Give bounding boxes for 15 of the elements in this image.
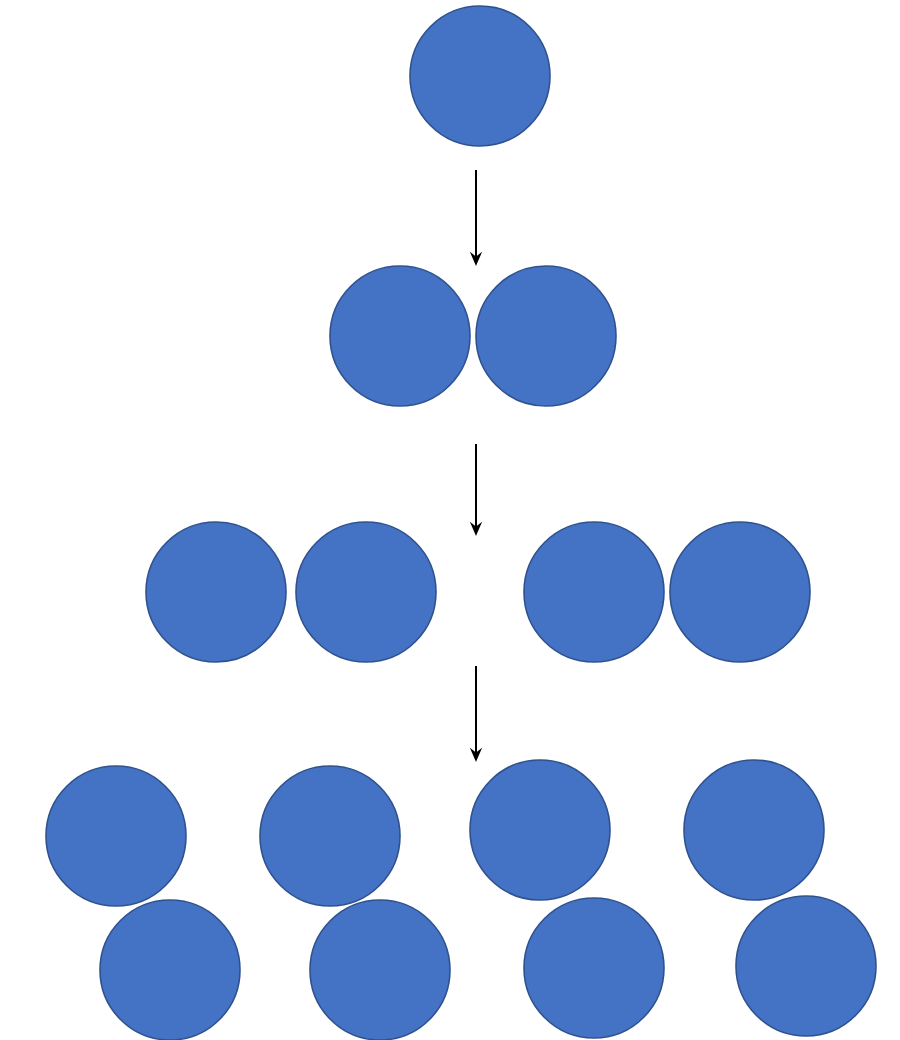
cell-circle	[329, 265, 471, 407]
cell-circle	[259, 765, 401, 907]
cell-circle	[475, 265, 617, 407]
cell-circle	[469, 759, 611, 901]
cell-circle	[409, 5, 551, 147]
cell-circle	[99, 899, 241, 1040]
cell-circle	[523, 897, 665, 1039]
cell-circle	[295, 521, 437, 663]
cell-circle	[523, 521, 665, 663]
cell-circle	[145, 521, 287, 663]
cell-circle	[683, 759, 825, 901]
cell-circle	[735, 895, 877, 1037]
cell-circle	[45, 765, 187, 907]
cell-circle	[669, 521, 811, 663]
cell-circle	[309, 899, 451, 1040]
